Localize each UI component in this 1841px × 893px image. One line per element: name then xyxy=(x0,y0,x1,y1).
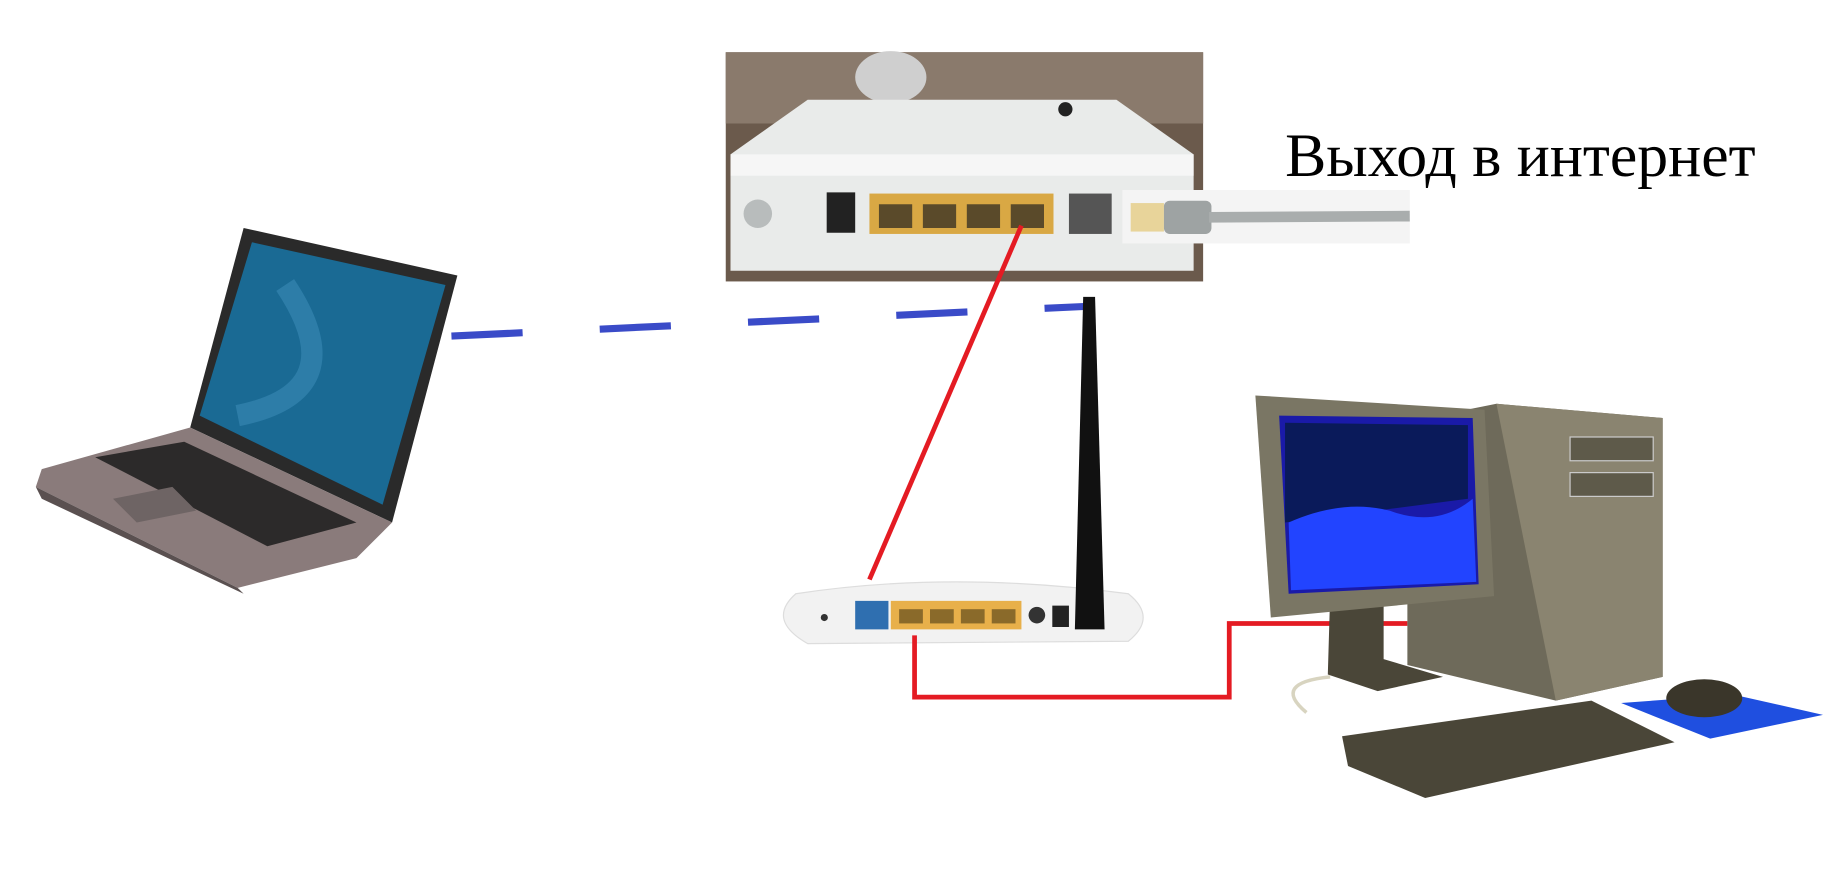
wireless-link xyxy=(451,302,1087,340)
adsl-modem-photo xyxy=(725,51,1204,282)
ethernet-cable-icon xyxy=(1122,190,1410,244)
laptop-icon xyxy=(35,228,458,594)
desktop-computer-icon xyxy=(1255,395,1823,798)
wired-link-modem-router xyxy=(867,224,1024,581)
antenna-icon xyxy=(1074,296,1105,630)
wired-link-router-pc xyxy=(912,621,1408,700)
internet-exit-label: Выход в интернет xyxy=(1285,122,1756,190)
wifi-router-icon xyxy=(782,296,1144,645)
